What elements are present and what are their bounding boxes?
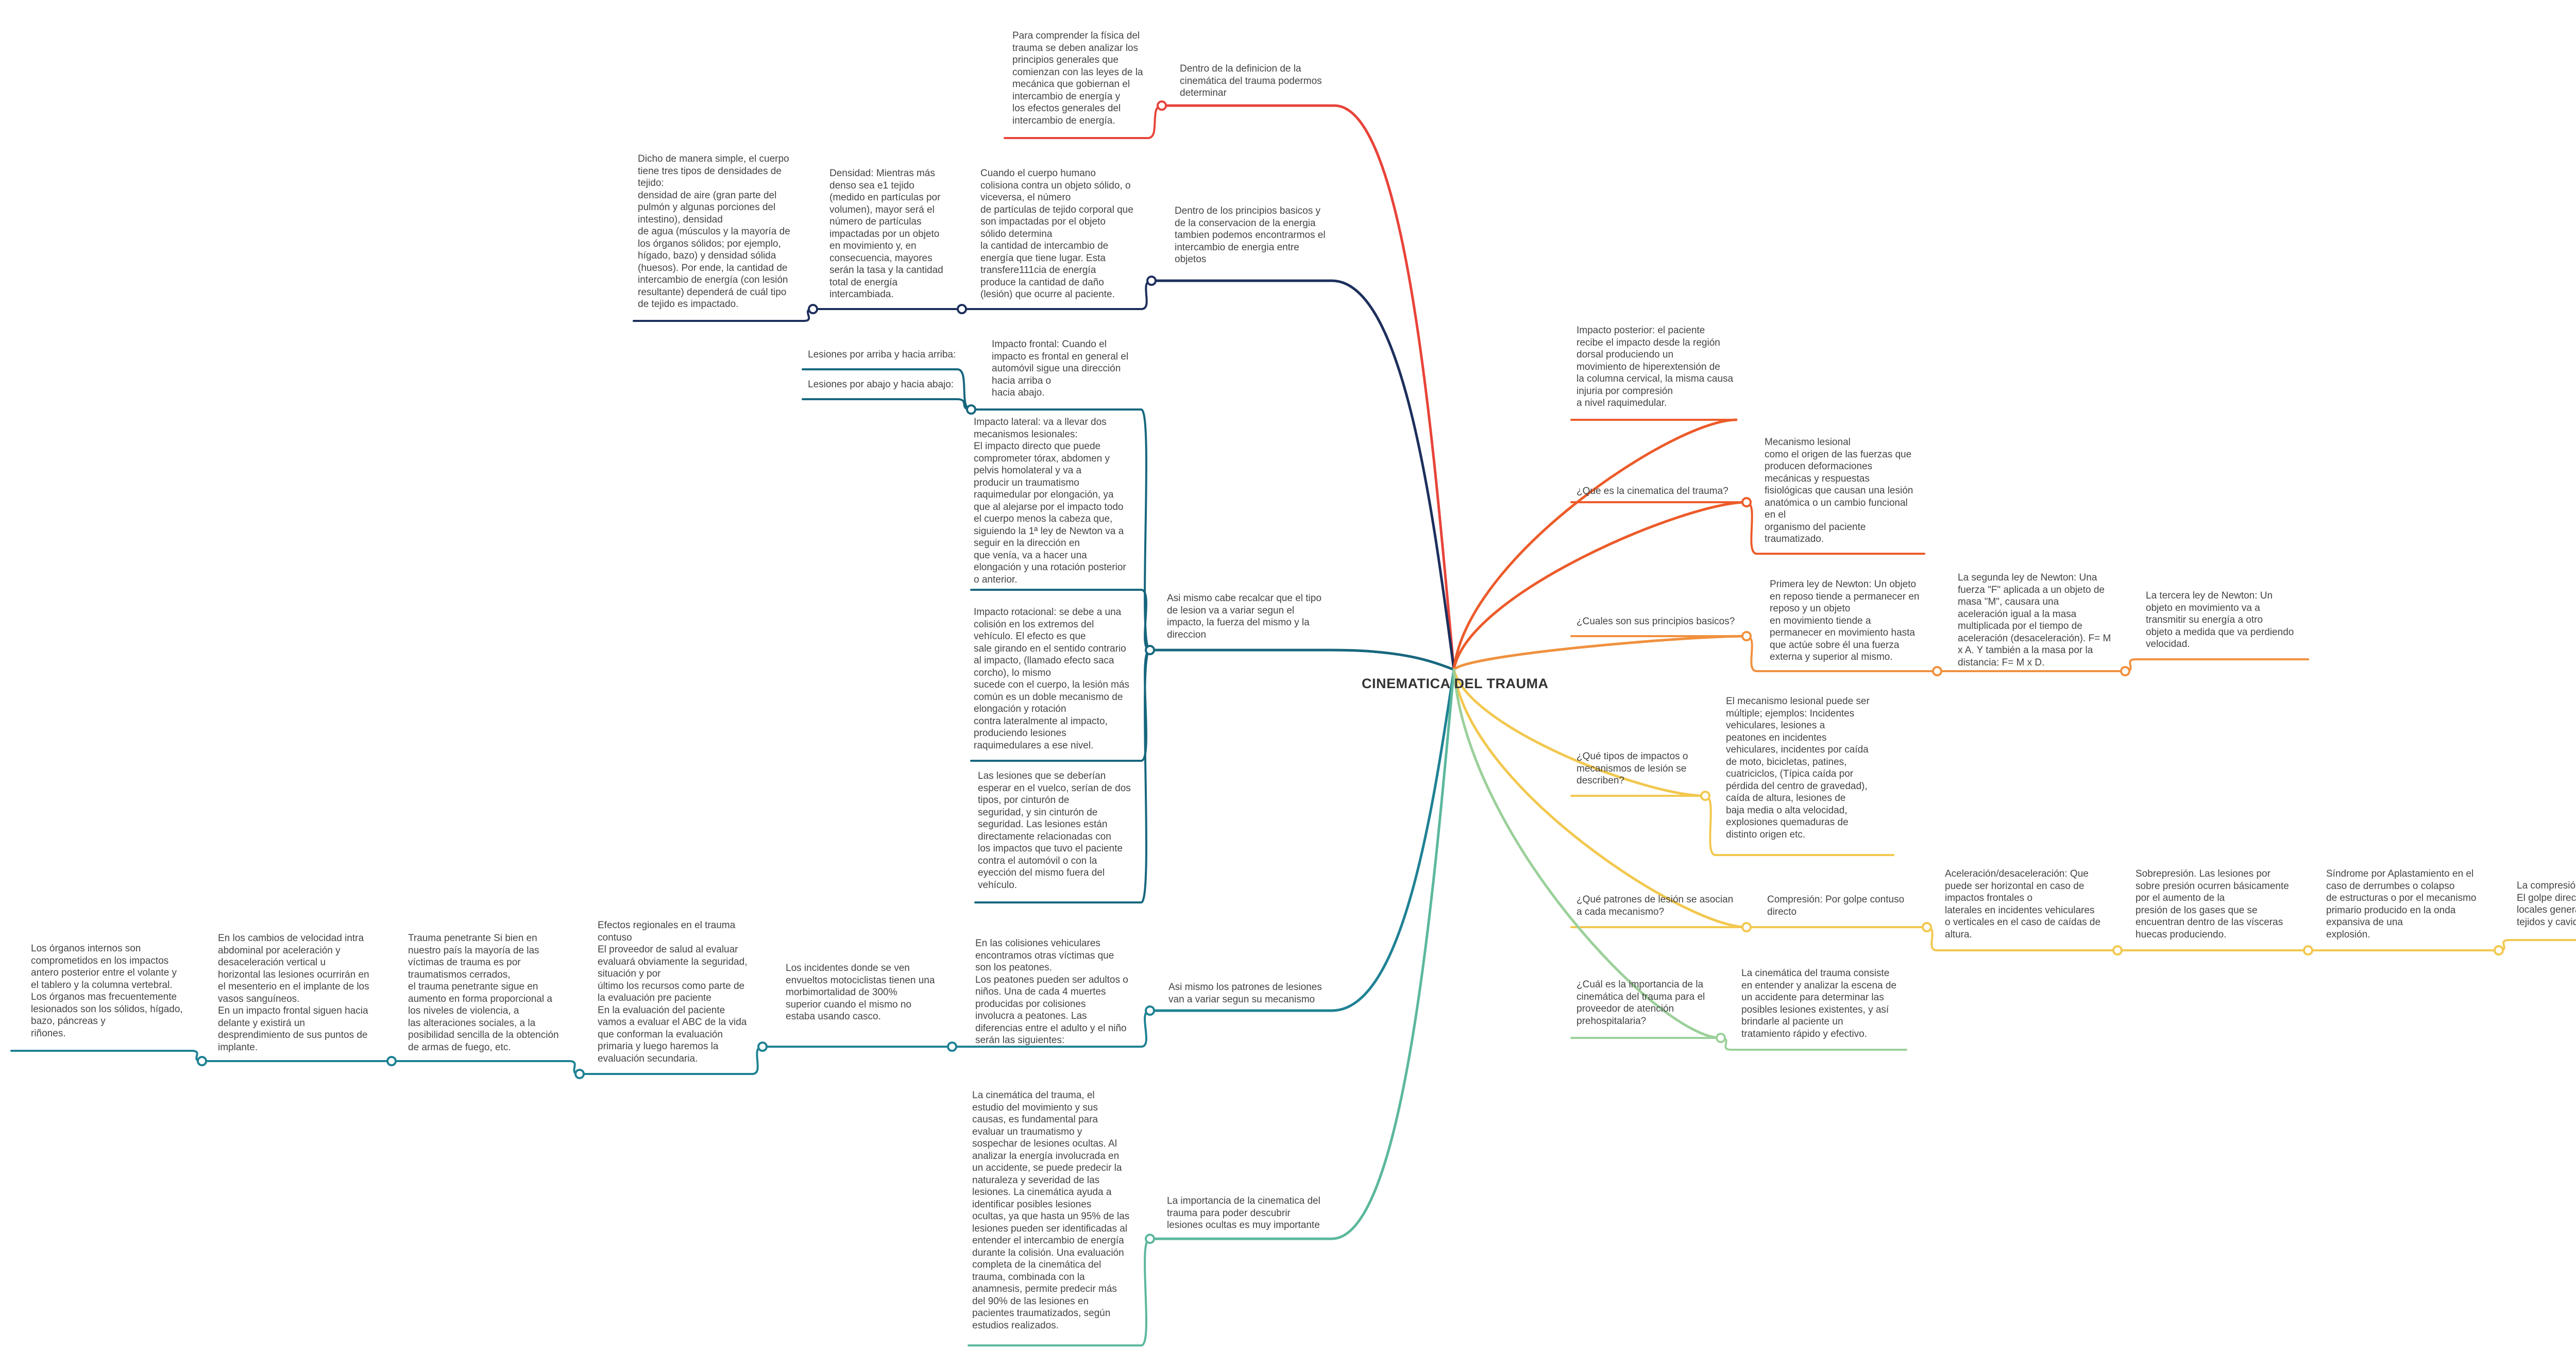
mechanism-examples: El mecanismo lesional puede ser múltiple… — [1726, 696, 1870, 840]
importance-detail: La cinemática del trauma, el estudio del… — [972, 1090, 1130, 1331]
physics-intro-note: Para comprender la física del trauma se … — [1012, 30, 1143, 126]
connector-dot[interactable] — [1146, 276, 1157, 286]
connector-dot[interactable] — [957, 304, 967, 314]
branch-trunk — [1333, 104, 1455, 671]
connector-dot[interactable] — [1741, 922, 1752, 932]
tissue-density-note: Dicho de manera simple, el cuerpo tiene … — [638, 153, 790, 310]
rotational-impact-note: Impacto rotacional: se debe a una colisi… — [974, 607, 1130, 751]
abdominal-velocity-note: En los cambios de velocidad intra abdomi… — [218, 933, 369, 1053]
connector-dot[interactable] — [1700, 791, 1710, 801]
branch-trunk — [1452, 635, 1748, 671]
frontal-impact-note: Impacto frontal: Cuando el impacto es fr… — [992, 339, 1129, 398]
topic-injury-patterns[interactable]: Asi mismo los patrones de lesiones van a… — [1168, 982, 1322, 1005]
connector-dot[interactable] — [1145, 645, 1155, 655]
branch-trunk — [1452, 418, 1738, 671]
branch-trunk — [1452, 668, 1707, 797]
child-link — [1745, 501, 1758, 555]
penetrating-trauma-note: Trauma penetrante Si bien en nuestro paí… — [408, 933, 559, 1053]
internal-organs-note: Los órganos internos son comprometidos e… — [31, 943, 183, 1039]
prehospital-detail: La cinemática del trauma consiste en ent… — [1741, 968, 1897, 1039]
branch-trunk — [1330, 668, 1455, 1012]
topic-principles[interactable]: ¿Cuales son sus principios basicos? — [1577, 616, 1735, 627]
topic-impact-types[interactable]: ¿Qué tipos de impactos o mecanismos de l… — [1577, 751, 1688, 786]
connector-dot[interactable] — [2494, 945, 2504, 956]
branch-trunk — [1330, 668, 1455, 1240]
child-link — [1147, 105, 1163, 139]
connector-dot[interactable] — [1932, 666, 1942, 676]
connector-dot[interactable] — [1922, 922, 1932, 932]
down-and-under-note: Lesiones por abajo y hacia abajo: — [808, 379, 954, 390]
connector-dot[interactable] — [2303, 945, 2313, 956]
child-link — [1140, 649, 1151, 903]
connector-dot[interactable] — [808, 304, 818, 314]
crush-syndrome-note: Síndrome por Aplastamiento en el caso de… — [2326, 868, 2477, 940]
motorcycle-note: Los incidentes donde se ven envueltos mo… — [786, 963, 935, 1022]
connector-dot[interactable] — [2112, 945, 2123, 956]
child-link — [1704, 795, 1717, 856]
connector-dot[interactable] — [966, 404, 976, 415]
overpressure-note: Sobrepresión. Las lesiones por sobre pre… — [2136, 868, 2289, 940]
connector-dot[interactable] — [574, 1069, 585, 1079]
child-link — [1745, 635, 1758, 672]
impact-particles-note: Cuando el cuerpo humano colisiona contra… — [980, 168, 1133, 300]
mechanism-definition: Mecanismo lesional como el origen de las… — [1765, 437, 1913, 544]
connector-dot[interactable] — [197, 1056, 207, 1066]
newton-second-law: La segunda ley de Newton: Una fuerza "F"… — [1958, 572, 2111, 668]
acceleration-note: Aceleración/desaceleración: Que puede se… — [1945, 868, 2101, 940]
topic-prehospital[interactable]: ¿Cuál es la importancia de la cinemática… — [1577, 979, 1705, 1027]
child-link — [1140, 1238, 1151, 1346]
connector-dot[interactable] — [1741, 497, 1752, 507]
branch-trunk — [1330, 279, 1455, 671]
topic-injury-type[interactable]: Asi mismo cabe recalcar que el tipo de l… — [1167, 593, 1321, 640]
compression-note: Compresión: Por golpe contuso directo — [1767, 894, 1905, 917]
child-link — [1140, 589, 1151, 651]
topic-definition[interactable]: Dentro de la definicion de la cinemática… — [1180, 63, 1322, 98]
connector-dot[interactable] — [386, 1056, 397, 1066]
root-topic[interactable]: CINEMATICA DEL TRAUMA — [1362, 676, 1549, 691]
posterior-impact-note: Impacto posterior: el paciente recibe el… — [1577, 325, 1734, 408]
connector-dot[interactable] — [1145, 1234, 1155, 1244]
child-link — [1140, 1010, 1151, 1048]
connector-dot[interactable] — [947, 1042, 957, 1052]
topic-patterns[interactable]: ¿Qué patrones de lesión se asocian a cad… — [1577, 894, 1734, 917]
pedestrians-note: En las colisiones vehiculares encontramo… — [975, 938, 1128, 1046]
topic-what-is[interactable]: ¿Que es la cinematica del trauma? — [1577, 486, 1728, 497]
newton-third-law: La tercera ley de Newton: Un objeto en m… — [2146, 590, 2294, 650]
branch-trunk — [1452, 668, 1722, 1039]
newton-first-law: Primera ley de Newton: Un objeto en repo… — [1770, 579, 1920, 662]
connector-dot[interactable] — [1741, 631, 1752, 641]
connector-dot[interactable] — [757, 1042, 768, 1052]
topic-importance[interactable]: La importancia de la cinematica del trau… — [1167, 1196, 1320, 1231]
connector-dot[interactable] — [1157, 100, 1167, 111]
topic-energy-conservation[interactable]: Dentro de los principios basicos y de la… — [1175, 206, 1326, 265]
connector-dot[interactable] — [1716, 1033, 1726, 1043]
direct-compression-note: La compresión. El golpe directo produce … — [2517, 880, 2576, 928]
branch-trunk — [1452, 668, 1748, 929]
connector-dot[interactable] — [2120, 666, 2130, 676]
branch-trunk — [1452, 501, 1748, 671]
regional-effects-note: Efectos regionales en el trauma contuso … — [598, 920, 748, 1064]
lateral-impact-note: Impacto lateral: va a llevar dos mecanis… — [974, 417, 1126, 585]
connector-dot[interactable] — [1145, 1005, 1155, 1016]
restraint-note: Las lesiones que se deberían esperar en … — [978, 771, 1131, 891]
density-note: Densidad: Mientras más denso sea e1 teji… — [829, 168, 943, 300]
child-link — [1140, 408, 1151, 651]
up-and-over-note: Lesiones por arriba y hacia arriba: — [808, 349, 956, 360]
branch-trunk — [1330, 649, 1455, 671]
